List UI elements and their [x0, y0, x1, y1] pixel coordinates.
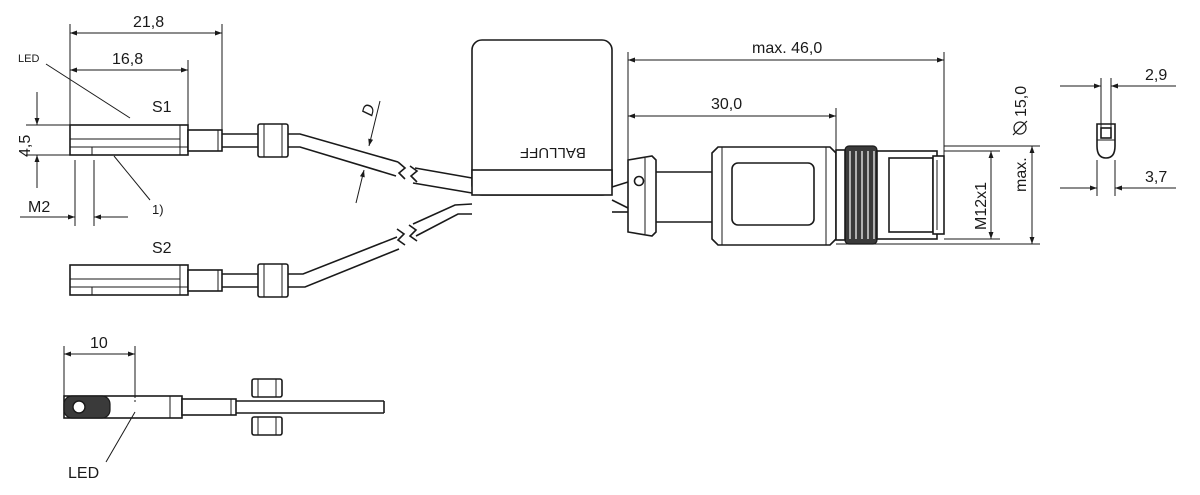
- dim-21-8-label: 21,8: [133, 14, 164, 31]
- knurl-pattern: [849, 151, 875, 239]
- dim-max-label: max.: [1013, 157, 1030, 192]
- dim-4-5-label: 4,5: [17, 135, 34, 157]
- dim-max-46-label: max. 46,0: [752, 40, 822, 57]
- dim-16-8-label: 16,8: [112, 51, 143, 68]
- m12-connector: [627, 145, 945, 246]
- dim-2-9-label: 2,9: [1145, 67, 1167, 84]
- s2-label: S2: [152, 240, 172, 257]
- sensor-side-view: [63, 378, 385, 436]
- dim-3-7-label: 3,7: [1145, 169, 1167, 186]
- footnote-1-label: 1): [152, 202, 164, 217]
- dim-dia-15-label: 15,0: [1013, 86, 1030, 117]
- diameter-icon: [1012, 120, 1028, 136]
- splitter-housing: BALLUFF: [471, 39, 629, 213]
- led-top-label: LED: [18, 53, 39, 65]
- sensor-s2: [69, 203, 473, 298]
- dim-d-label: D: [359, 102, 379, 118]
- dim-30-label: 30,0: [711, 96, 742, 113]
- m2-label: M2: [28, 199, 50, 216]
- led-bottom-label: LED: [68, 465, 99, 482]
- s1-label: S1: [152, 99, 172, 116]
- dimension-labels: 21,8 16,8 LED S1 S2 4,5 1) M2 D max. 46,…: [17, 14, 1167, 482]
- sensor-s1: [69, 123, 473, 194]
- dimension-lines: [20, 24, 1176, 463]
- m12-label: M12x1: [973, 182, 990, 230]
- brand-label: BALLUFF: [520, 144, 586, 161]
- dim-10-label: 10: [90, 335, 108, 352]
- sensor-end-view: [1096, 123, 1116, 159]
